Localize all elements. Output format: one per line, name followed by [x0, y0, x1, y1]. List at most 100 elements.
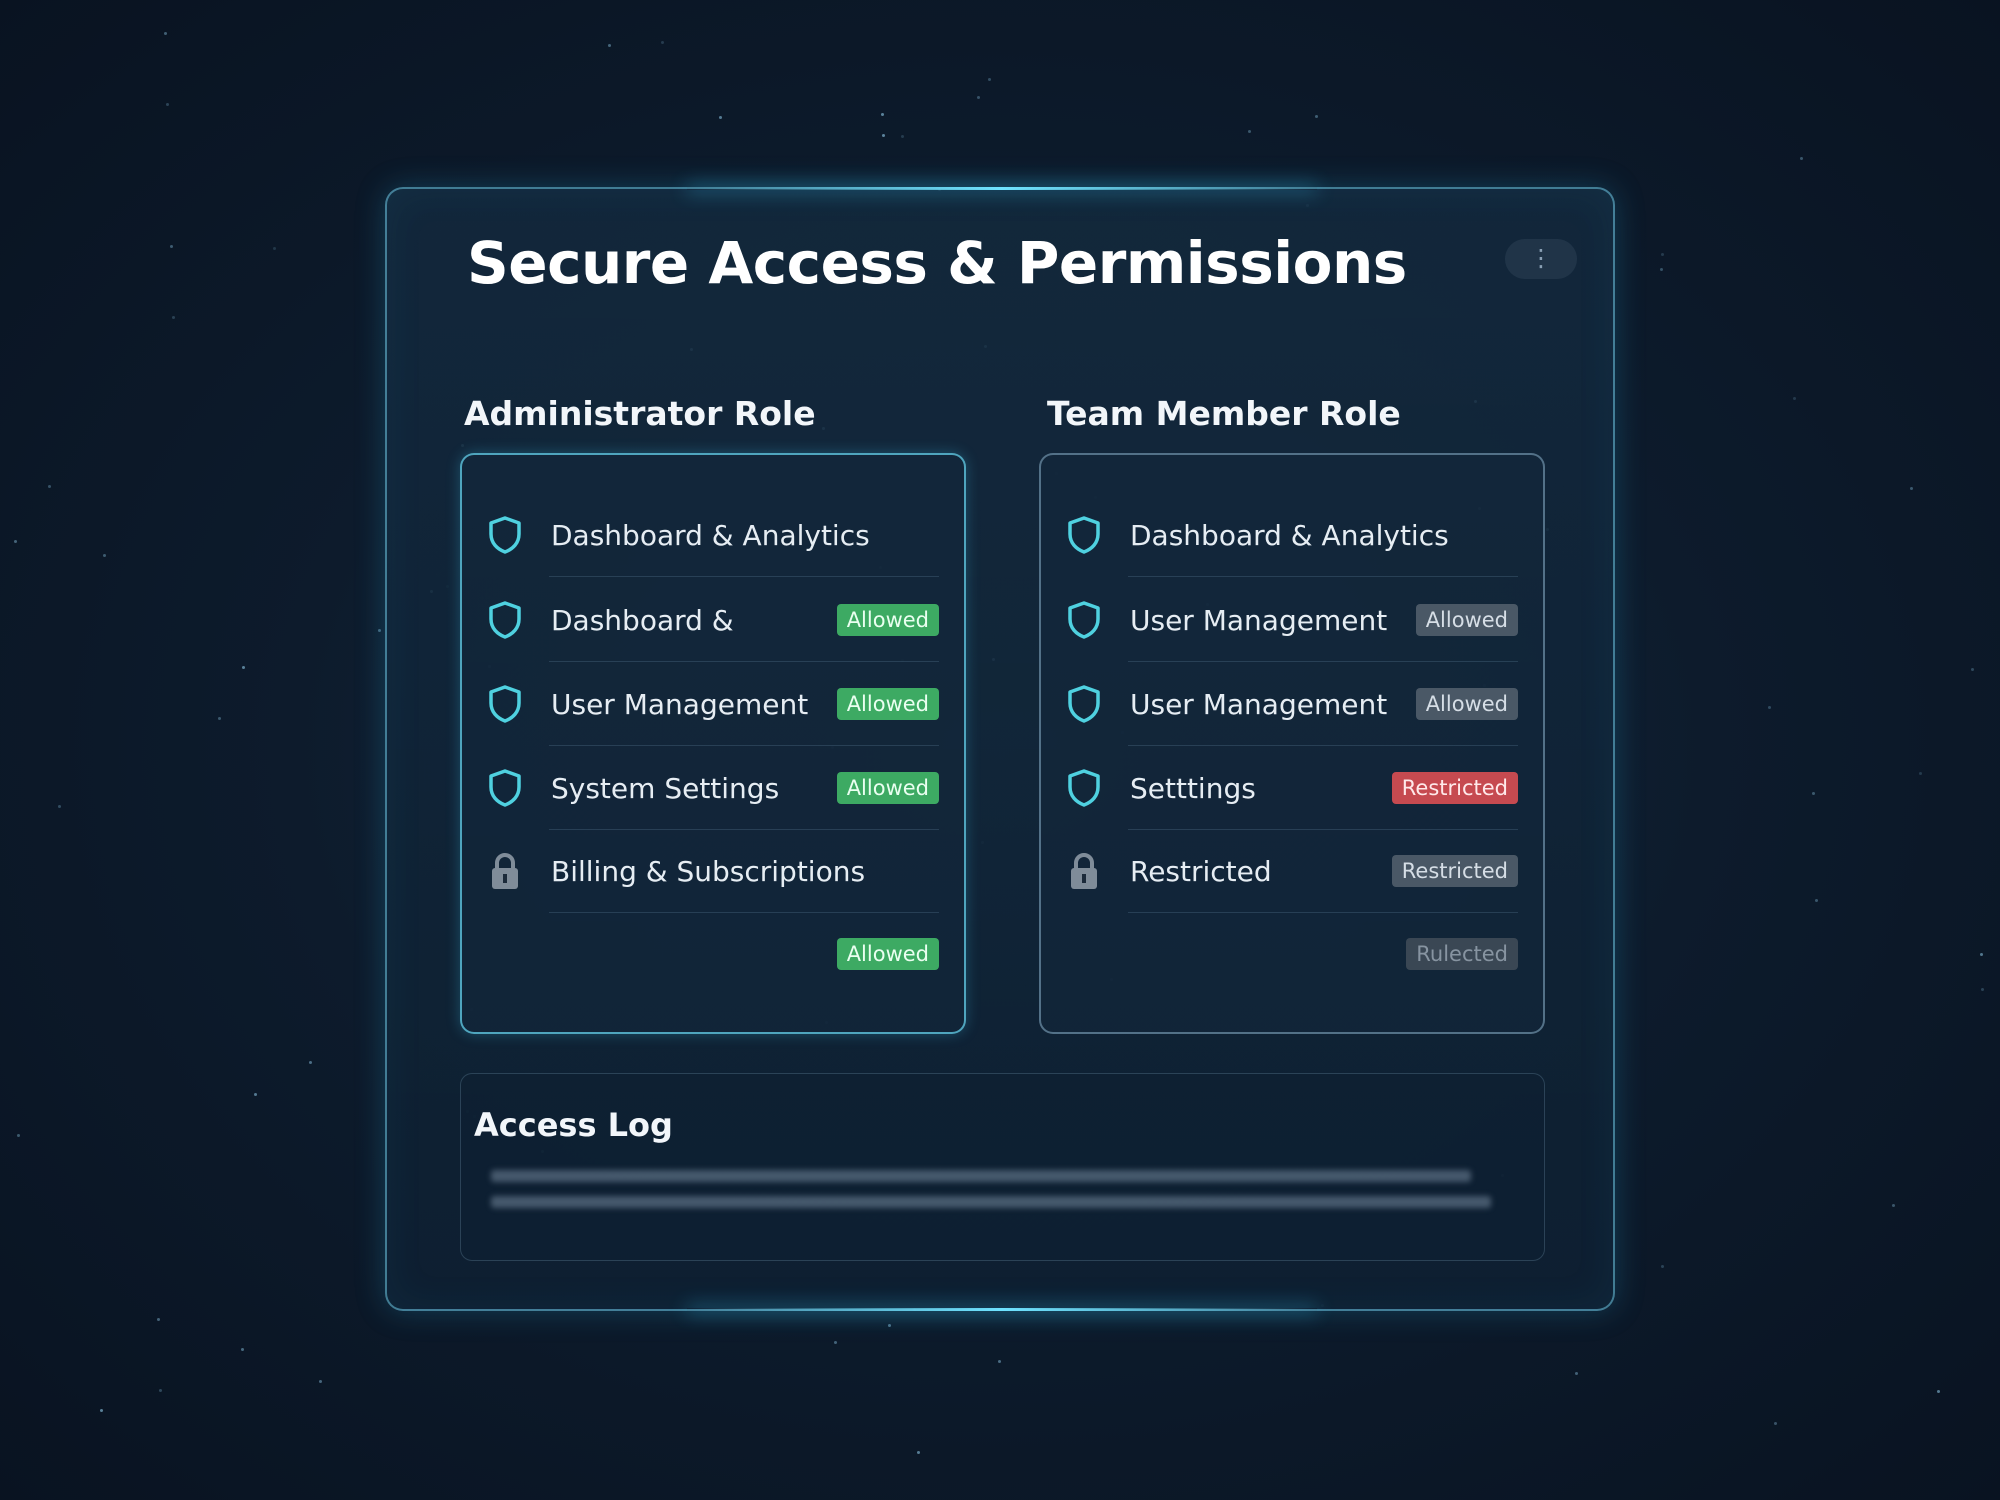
star-dot — [16, 1134, 20, 1138]
star-dot — [170, 244, 174, 248]
shield-icon — [487, 768, 523, 808]
permission-label: System Settings — [551, 771, 780, 805]
lock-icon — [487, 851, 523, 891]
star-dot — [608, 44, 612, 48]
star-dot — [997, 1359, 1001, 1363]
star-dot — [900, 135, 904, 139]
permission-row: Dashboard & Analytics — [487, 493, 939, 577]
star-dot — [159, 1389, 163, 1393]
star-dot — [1314, 114, 1318, 118]
shield-icon — [1066, 515, 1102, 555]
star-dot — [988, 78, 992, 82]
star-dot — [157, 1318, 161, 1322]
status-badge: Restricted — [1391, 855, 1518, 887]
permission-row: Billing & Subscriptions — [487, 829, 939, 913]
star-dot — [1574, 1372, 1578, 1376]
permission-label: Setttings — [1130, 771, 1256, 805]
star-dot — [1910, 487, 1914, 491]
star-dot — [378, 628, 382, 632]
more-vertical-icon: ⋮ — [1529, 244, 1553, 272]
star-dot — [318, 1380, 322, 1384]
star-dot — [1815, 898, 1819, 902]
status-badge: Allowed — [1415, 604, 1518, 636]
shield-icon — [1066, 768, 1102, 808]
star-dot — [1660, 267, 1664, 271]
star-dot — [1661, 1264, 1665, 1268]
admin-role-title: Administrator Role — [464, 394, 816, 433]
star-dot — [661, 41, 665, 45]
status-badge: Allowed — [836, 938, 939, 970]
permission-row: User Management Allowed — [1066, 662, 1518, 746]
star-dot — [916, 1450, 920, 1454]
star-dot — [1918, 771, 1922, 775]
star-dot — [172, 315, 176, 319]
star-dot — [834, 1341, 838, 1345]
row-divider — [1128, 912, 1518, 913]
permission-label: Dashboard & — [551, 603, 734, 637]
star-dot — [241, 666, 245, 670]
empty-icon-slot — [1066, 934, 1102, 974]
status-badge: Allowed — [836, 688, 939, 720]
status-badge: Restricted — [1391, 772, 1518, 804]
star-dot — [1812, 792, 1816, 796]
row-divider — [1128, 661, 1518, 662]
star-dot — [718, 115, 722, 119]
star-dot — [273, 246, 277, 250]
star-dot — [48, 485, 52, 489]
star-dot — [163, 31, 167, 35]
access-log-panel: Access Log — [460, 1073, 1545, 1261]
star-dot — [1891, 1203, 1895, 1207]
star-dot — [1971, 668, 1975, 672]
star-dot — [14, 539, 17, 543]
status-badge: Allowed — [1415, 688, 1518, 720]
row-divider — [549, 912, 939, 913]
permission-label: User Management — [551, 687, 809, 721]
star-dot — [1248, 129, 1251, 133]
row-divider — [1128, 745, 1518, 746]
row-divider — [1128, 829, 1518, 830]
row-divider — [549, 745, 939, 746]
more-options-button[interactable]: ⋮ — [1505, 239, 1577, 279]
star-dot — [1800, 157, 1804, 161]
star-dot — [976, 96, 980, 100]
star-dot — [1661, 253, 1665, 256]
star-dot — [57, 805, 61, 809]
row-divider — [549, 829, 939, 830]
permission-label: Billing & Subscriptions — [551, 854, 866, 888]
permission-row: User Management Allowed — [487, 662, 939, 746]
row-divider — [1128, 576, 1518, 577]
permission-row: Dashboard & Allowed — [487, 578, 939, 662]
access-log-entry-blurred — [491, 1170, 1471, 1182]
access-log-entry-blurred — [491, 1196, 1491, 1208]
permission-row: Rulected — [1066, 912, 1518, 996]
permission-label: User Management — [1130, 687, 1388, 721]
panel-glow-bottom — [687, 1308, 1317, 1311]
shield-icon — [1066, 684, 1102, 724]
star-dot — [882, 134, 886, 138]
permission-row: Setttings Restricted — [1066, 746, 1518, 830]
star-dot — [1792, 396, 1796, 400]
star-dot — [218, 717, 222, 721]
permission-label: Dashboard & Analytics — [1130, 518, 1449, 552]
star-dot — [103, 553, 107, 557]
star-dot — [100, 1408, 104, 1412]
row-divider — [549, 661, 939, 662]
star-dot — [240, 1348, 244, 1352]
empty-icon-slot — [487, 934, 523, 974]
row-divider — [549, 576, 939, 577]
shield-icon — [1066, 600, 1102, 640]
star-dot — [1768, 706, 1772, 710]
panel-glow-top — [687, 187, 1317, 190]
status-badge: Allowed — [836, 604, 939, 636]
star-dot — [165, 102, 169, 106]
permission-row: Restricted Restricted — [1066, 829, 1518, 913]
star-dot — [1980, 988, 1984, 992]
star-dot — [1773, 1421, 1777, 1425]
shield-icon — [487, 515, 523, 555]
permission-row: Allowed — [487, 912, 939, 996]
permission-label: Restricted — [1130, 854, 1272, 888]
